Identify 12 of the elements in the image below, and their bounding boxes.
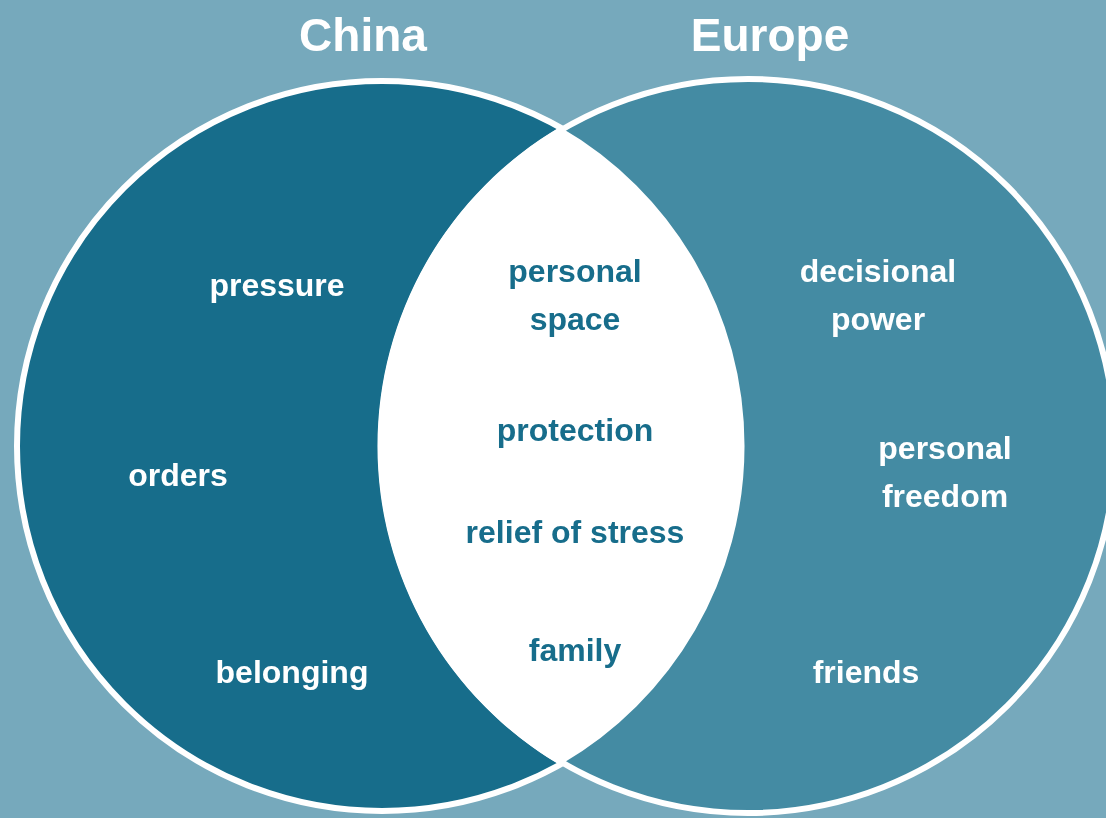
venn-item-text: personal freedom (877, 429, 1013, 516)
venn-item-text: relief of stress (464, 513, 686, 552)
venn-item-text: friends (811, 653, 921, 692)
venn-item-text: belonging (214, 653, 370, 692)
venn-item-text: pressure (208, 266, 346, 305)
venn-item-text: personal space (507, 252, 643, 339)
venn-item-text: protection (495, 411, 655, 450)
venn-item-text: orders (127, 456, 229, 495)
venn-item-text: decisional power (798, 252, 958, 339)
circle-heading: Europe (690, 8, 850, 62)
venn-item-text: family (527, 631, 623, 670)
circle-heading: China (299, 8, 427, 62)
